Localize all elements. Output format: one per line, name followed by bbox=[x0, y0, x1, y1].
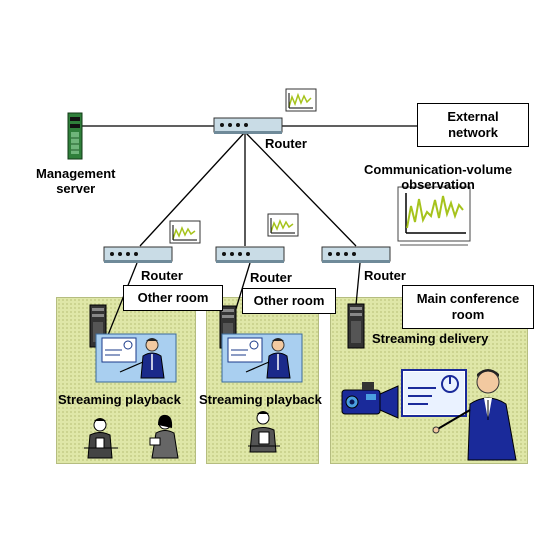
other-room-2-box: Other room bbox=[242, 288, 336, 314]
room-server-right-icon bbox=[347, 303, 365, 349]
playback-screen-left bbox=[95, 333, 177, 383]
video-camera-icon bbox=[341, 382, 399, 419]
viewer-mid-icon bbox=[248, 411, 280, 453]
playback-screen-mid bbox=[221, 333, 303, 383]
router-top-label: Router bbox=[265, 136, 307, 151]
traffic-chart-icon-left bbox=[169, 220, 201, 244]
link-left-server bbox=[105, 262, 138, 341]
traffic-chart-icon-top bbox=[285, 88, 317, 112]
observation-chart-icon bbox=[397, 186, 471, 246]
traffic-chart-icon-mid bbox=[267, 213, 299, 237]
management-server-icon bbox=[67, 112, 83, 160]
link-top-right bbox=[244, 131, 357, 247]
link-right-server bbox=[355, 262, 361, 306]
router-left-icon bbox=[103, 246, 173, 263]
router-top-icon bbox=[213, 117, 283, 134]
playback-label-1: Streaming playback bbox=[58, 392, 181, 407]
router-right-label: Router bbox=[364, 268, 406, 283]
delivery-label: Streaming delivery bbox=[372, 331, 489, 346]
router-mid-label: Router bbox=[250, 270, 292, 285]
router-right-icon bbox=[321, 246, 391, 263]
playback-label-2: Streaming playback bbox=[199, 392, 322, 407]
link-top-left bbox=[139, 131, 246, 247]
router-mid-icon bbox=[215, 246, 285, 263]
observation-label: Communication-volume observation bbox=[364, 162, 513, 192]
other-room-1-box: Other room bbox=[123, 285, 223, 311]
network-links bbox=[82, 125, 420, 341]
management-server-label: Management server bbox=[36, 166, 116, 196]
external-network-box: External network bbox=[417, 103, 529, 147]
viewer-woman-icon bbox=[149, 414, 179, 459]
main-room-box: Main conference room bbox=[402, 285, 534, 329]
viewer-man-icon bbox=[84, 418, 118, 459]
router-left-label: Router bbox=[141, 268, 183, 283]
presenter-with-whiteboard bbox=[401, 369, 517, 461]
